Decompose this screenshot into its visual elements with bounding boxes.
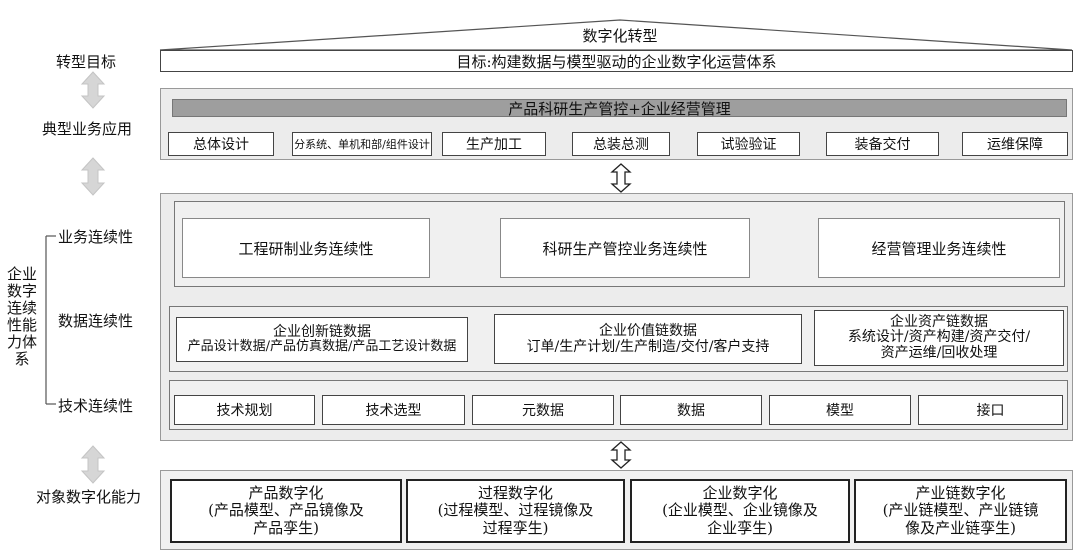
step-verification: 试验验证: [697, 132, 800, 156]
asset-chain-detail-2: 资产运维/回收处理: [880, 344, 998, 361]
value-chain-title: 企业价值链数据: [599, 322, 697, 339]
label-typical-business: 典型业务应用: [42, 120, 133, 138]
research-production-continuity: 科研生产管控业务连续性: [500, 218, 750, 278]
value-chain-detail: 订单/生产计划/生产制造/交付/客户支持: [526, 339, 770, 355]
step-subsystem-design: 分系统、单机和部/组件设计: [292, 132, 432, 156]
value-chain-data: 企业价值链数据 订单/生产计划/生产制造/交付/客户支持: [494, 314, 802, 364]
asset-chain-detail-1: 系统设计/资产构建/资产交付/: [847, 329, 1031, 346]
industry-chain-digital-line1: (产业链模型、产业链镜: [882, 501, 1039, 520]
label-business-continuity: 业务连续性: [58, 228, 134, 246]
label-tech-continuity: 技术连续性: [58, 397, 134, 415]
business-bar: 产品科研生产管控+企业经营管理: [172, 99, 1067, 118]
label-transformation-goal: 转型目标: [56, 53, 117, 71]
asset-chain-data: 企业资产链数据 系统设计/资产构建/资产交付/ 资产运维/回收处理: [814, 310, 1064, 366]
step-overall-design: 总体设计: [168, 132, 274, 156]
operation-management-continuity: 经营管理业务连续性: [818, 218, 1060, 278]
step-ops-support: 运维保障: [962, 132, 1068, 156]
innovation-chain-title: 企业创新链数据: [273, 323, 371, 340]
tech-metadata: 元数据: [472, 395, 614, 425]
enterprise-digital-line1: (企业模型、企业镜像及: [662, 501, 818, 520]
top-title: 数字化转型: [582, 27, 658, 45]
product-digital-title: 产品数字化: [248, 484, 324, 503]
tech-data: 数据: [620, 395, 762, 425]
step-assembly-test: 总装总测: [572, 132, 670, 156]
industry-chain-digital-line2: 像及产业链孪生): [905, 518, 1016, 537]
industry-chain-digital: 产业链数字化 (产业链模型、产业链镜 像及产业链孪生): [854, 479, 1067, 543]
enterprise-digital-line2: 企业孪生): [707, 518, 773, 537]
product-digital: 产品数字化 (产品模型、产品镜像及 产品孪生): [170, 479, 402, 543]
enterprise-digital-title: 企业数字化: [702, 484, 778, 503]
left-grey-arrows: [80, 71, 106, 484]
process-digital: 过程数字化 (过程模型、过程镜像及 过程孪生): [406, 479, 625, 543]
tech-planning: 技术规划: [174, 395, 315, 425]
enterprise-digital: 企业数字化 (企业模型、企业镜像及 企业孪生): [630, 479, 850, 543]
product-digital-line1: (产品模型、产品镜像及: [208, 501, 364, 520]
step-delivery: 装备交付: [826, 132, 939, 156]
engineering-continuity: 工程研制业务连续性: [182, 218, 430, 278]
process-digital-line2: 过程孪生): [482, 518, 549, 537]
tech-selection: 技术选型: [322, 395, 465, 425]
step-production: 生产加工: [442, 132, 546, 156]
industry-chain-digital-title: 产业链数字化: [915, 484, 1006, 503]
process-digital-line1: (过程模型、过程镜像及: [437, 501, 594, 520]
label-object-digital: 对象数字化能力: [36, 488, 142, 506]
process-digital-title: 过程数字化: [477, 484, 553, 503]
product-digital-line2: 产品孪生): [253, 518, 319, 537]
asset-chain-title: 企业资产链数据: [890, 313, 988, 330]
left-bracket: [45, 235, 56, 405]
tech-model: 模型: [769, 395, 911, 425]
tech-interface: 接口: [918, 395, 1063, 425]
goal-box: 目标:构建数据与模型驱动的企业数字化运营体系: [160, 50, 1073, 72]
label-system-title: 企业 数字 连续 性能 力体 系: [6, 265, 37, 368]
label-data-continuity: 数据连续性: [58, 312, 134, 330]
center-updown-arrows: [610, 163, 632, 469]
innovation-chain-detail: 产品设计数据/产品仿真数据/产品工艺设计数据: [187, 339, 457, 355]
innovation-chain-data: 企业创新链数据 产品设计数据/产品仿真数据/产品工艺设计数据: [176, 317, 468, 362]
